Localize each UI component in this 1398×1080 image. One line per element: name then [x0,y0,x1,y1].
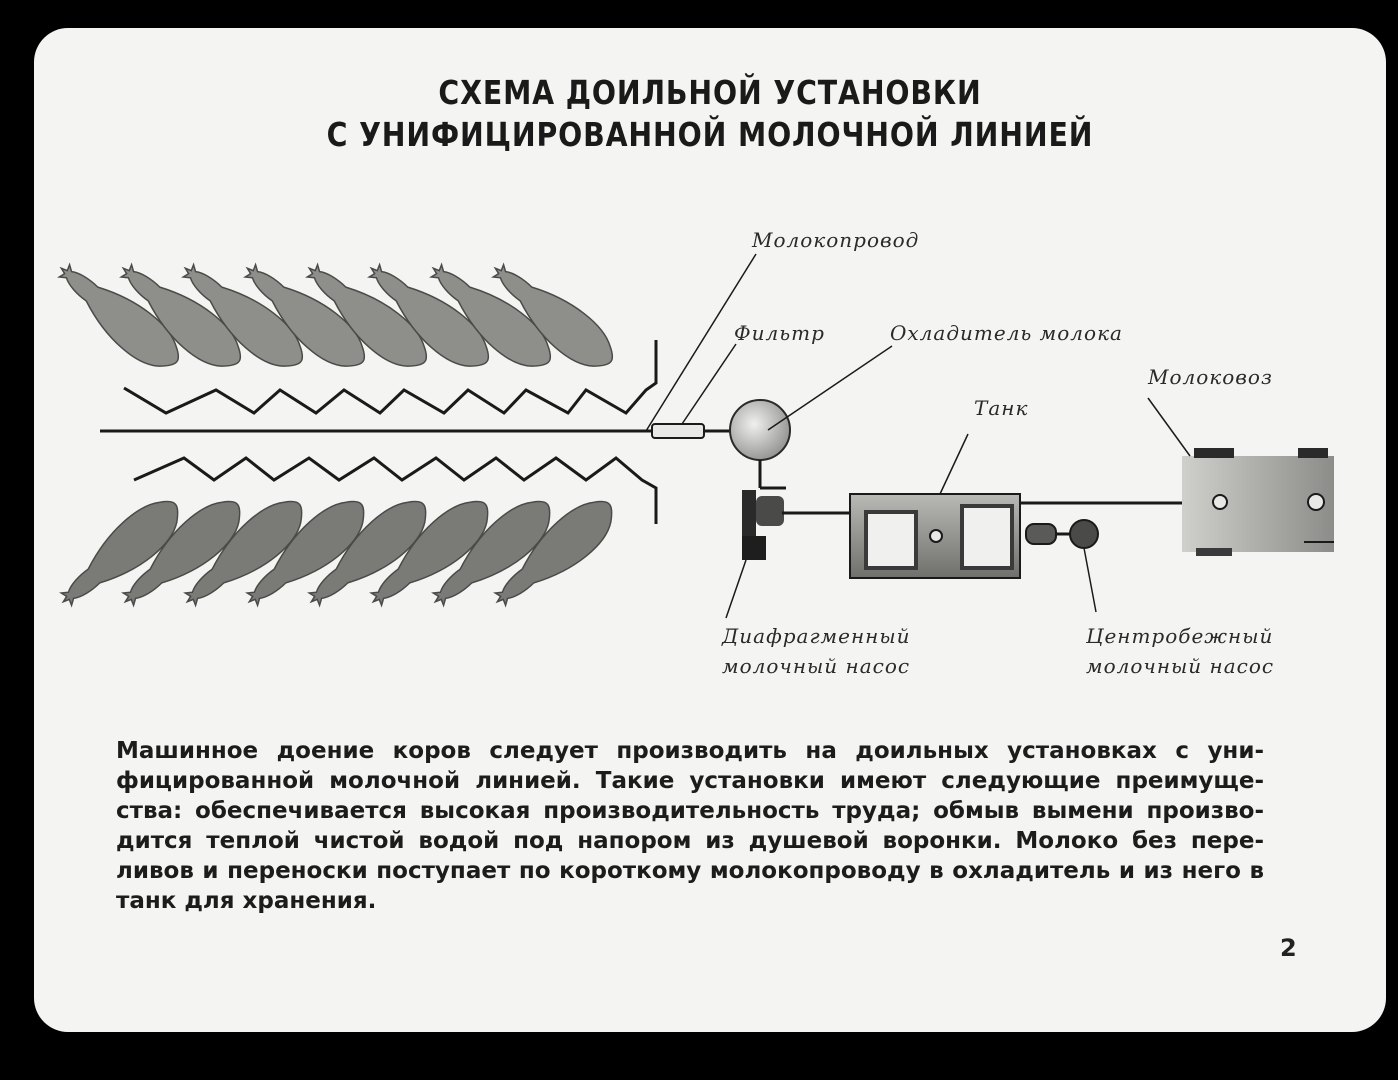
label-cooler: Охладитель молока [890,321,1123,345]
top-stall-divider [123,340,658,415]
cow [491,262,614,367]
cow [431,500,551,608]
label-pipeline: Молокопровод [752,228,920,252]
page-number: 2 [1280,934,1297,962]
label-centrifugal-pump-line1: Центробежный [1086,624,1274,648]
cow [369,500,489,608]
label-diaphragm-pump-line2: молочный насос [722,654,911,678]
label-diaphragm-pump: Диафрагменный молочный насос [722,621,911,681]
diagram-title: СХЕМА ДОИЛЬНОЙ УСТАНОВКИ С УНИФИЦИРОВАНН… [129,72,1292,156]
cow [121,500,241,608]
top-row-cows [57,262,614,367]
title-line-2: С УНИФИЦИРОВАННОЙ МОЛОЧНОЙ ЛИНИЕЙ [326,115,1094,154]
label-filter: Фильтр [734,321,825,345]
centrifugal-pump [1025,519,1099,549]
cow [493,500,613,608]
slide: СХЕМА ДОИЛЬНОЙ УСТАНОВКИ С УНИФИЦИРОВАНН… [34,28,1386,1032]
label-centrifugal-pump-line2: молочный насос [1086,654,1275,678]
cow [59,500,179,608]
bottom-stall-divider [133,456,658,524]
cow [307,500,427,608]
cow [245,500,365,608]
diaphragm-pump [742,486,786,560]
label-tank: Танк [974,396,1029,420]
cow [183,500,303,608]
label-diaphragm-pump-line1: Диафрагменный [722,624,911,648]
label-centrifugal-pump: Центробежный молочный насос [1086,621,1274,681]
milk-truck [1182,448,1334,556]
bottom-row-cows [59,500,613,608]
label-milk-truck: Молоковоз [1148,365,1273,389]
milking-scheme-diagram [57,253,1334,619]
filter [651,423,705,439]
description-text: Машинное доение коров следует производит… [116,738,1264,914]
title-line-1: СХЕМА ДОИЛЬНОЙ УСТАНОВКИ [438,73,982,112]
milk-tank [849,493,1021,579]
leader-lines [645,253,1191,619]
milk-cooler [729,399,791,461]
